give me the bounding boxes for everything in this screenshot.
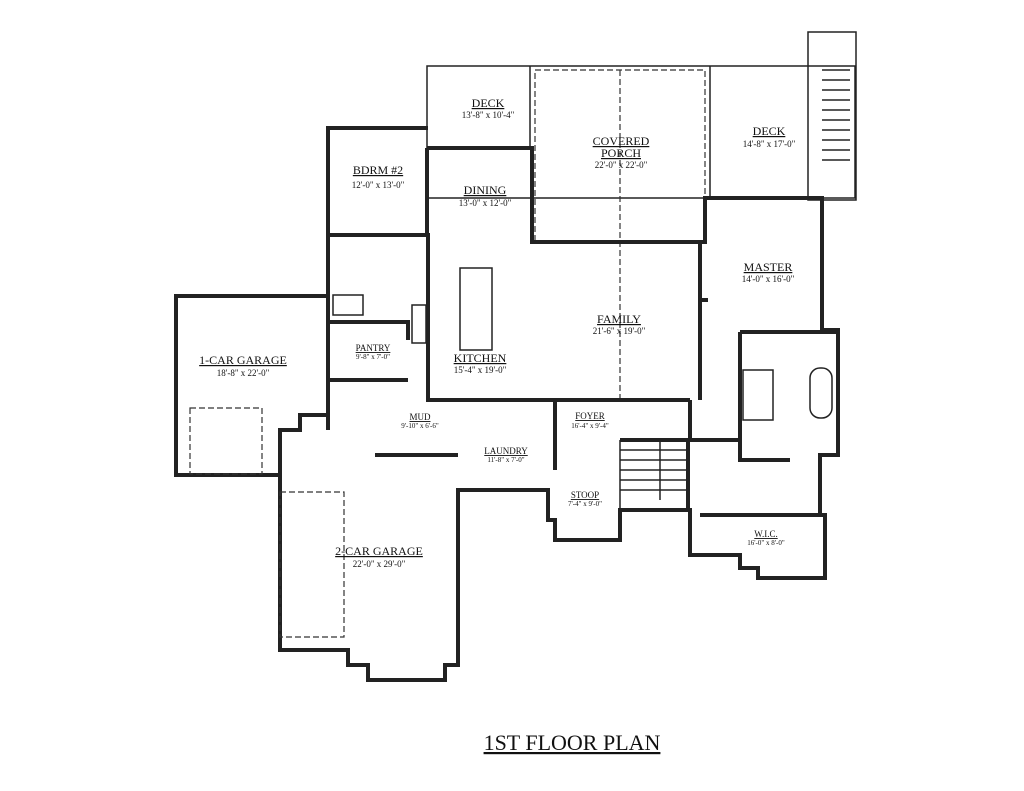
- room-name: KITCHEN: [454, 351, 507, 365]
- room-dimensions: 9'-10" x 6'-6": [401, 422, 439, 430]
- room-name: W.I.C.: [754, 529, 777, 539]
- room-dimensions: 11'-8" x 7'-0": [487, 456, 524, 464]
- room-dimensions: 13'-0" x 12'-0": [459, 198, 512, 208]
- room-name: COVERED: [593, 134, 650, 148]
- room-dimensions: 14'-0" x 16'-0": [742, 274, 795, 284]
- room-name: STOOP: [571, 490, 599, 500]
- room-name: BDRM #2: [353, 163, 403, 177]
- room-name: DECK: [472, 96, 505, 110]
- room-name: MUD: [409, 412, 431, 422]
- room-name: DECK: [753, 124, 786, 138]
- stair-deck: [822, 69, 850, 161]
- room-bdrm-2: BDRM #2 12'-0" x 13'-0": [352, 163, 405, 190]
- room-dimensions: 9'-8" x 7'-0": [356, 353, 390, 361]
- walls: [174, 31, 857, 682]
- room-dimensions: 12'-0" x 13'-0": [352, 180, 405, 190]
- room-name: LAUNDRY: [484, 446, 528, 456]
- room-dimensions: 21'-6" x 19'-0": [593, 326, 646, 336]
- room-name: 1-CAR GARAGE: [199, 353, 287, 367]
- room-name: FOYER: [575, 411, 605, 421]
- room-name: 2-CAR GARAGE: [335, 544, 423, 558]
- room-dimensions: 14'-8" x 17'-0": [743, 139, 796, 149]
- room-dimensions: 22'-0" x 29'-0": [353, 559, 406, 569]
- room-dimensions: 18'-8" x 22'-0": [217, 368, 270, 378]
- room-dimensions: 16'-0" x 8'-0": [747, 539, 785, 547]
- room-name: FAMILY: [597, 312, 641, 326]
- room-name: PANTRY: [356, 343, 391, 353]
- room-wic: W.I.C.16'-0" x 8'-0": [747, 529, 785, 547]
- plan-title: 1ST FLOOR PLAN: [484, 730, 661, 755]
- room-dimensions: 16'-4" x 9'-4": [571, 422, 609, 430]
- room-dimensions: 13'-8" x 10'-4": [462, 110, 515, 120]
- room-name: DINING: [464, 183, 507, 197]
- stair-foyer: [619, 440, 688, 530]
- room-name: PORCH: [601, 146, 641, 160]
- room-name: MASTER: [744, 260, 793, 274]
- room-dimensions: 7'-4" x 9'-0": [568, 500, 602, 508]
- room-dimensions: 15'-4" x 19'-0": [454, 365, 507, 375]
- room-dimensions: 22'-0" x 22'-0": [595, 160, 648, 170]
